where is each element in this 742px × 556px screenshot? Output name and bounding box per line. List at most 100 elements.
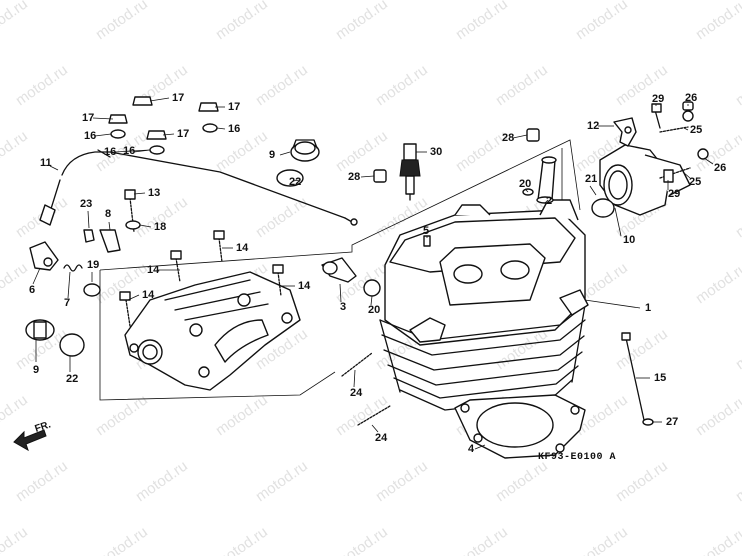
callout-label: 14 [298,280,311,292]
leader-line [683,127,689,131]
spark-plug [399,143,421,201]
tappet-cap-lower [25,319,55,341]
watermark-text: motod.ru [253,193,311,241]
leader-line [524,188,529,193]
watermark-text: motod.ru [733,325,742,373]
leader-line [127,294,140,301]
callout-label: 22 [289,176,301,188]
callout-label: 11 [40,157,52,169]
watermark-text: motod.ru [333,0,391,43]
watermark-text: motod.ru [93,523,151,556]
watermark-text: motod.ru [0,259,31,307]
leader-line [49,165,59,171]
leader-line [133,192,146,195]
callout-label: 24 [350,387,363,399]
watermark-text: motod.ru [253,61,311,109]
leader-line [94,133,112,137]
leader-line [139,224,152,228]
o-ring-22-lower [59,333,85,357]
callout-label: 15 [654,372,666,384]
callout-label: 4 [468,443,475,455]
callout-label: 20 [519,178,531,190]
right-fasteners [651,101,709,183]
intake-insulator [599,144,691,216]
seal-19 [83,283,101,297]
watermark-text: motod.ru [693,391,742,439]
leader-line [292,179,301,182]
front-direction-arrow [13,429,47,452]
leader-line [703,157,714,165]
callout-label: 16 [228,123,240,135]
leader-line [682,171,691,179]
watermark-text: motod.ru [373,61,431,109]
callout-label: 17 [177,128,189,140]
watermark-text: motod.ru [333,127,391,175]
leader-line [87,210,90,229]
callout-label: 14 [147,264,160,276]
leader-line [339,283,342,303]
cap-28-upper [526,128,540,142]
o-ring-21 [591,198,615,218]
tappet-cap-upper [290,139,320,162]
callout-label: 12 [587,120,599,132]
leader-line [353,369,356,388]
callout-label: 23 [80,198,92,210]
studs [341,352,391,426]
watermark-text: motod.ru [693,523,742,556]
callout-label: 1 [645,302,651,314]
leader-line [162,133,175,136]
o-ring-22-upper [276,169,304,187]
intake-pipe [522,156,557,204]
watermark-text: motod.ru [13,61,71,109]
drawing-code: KF93-E0100 A [538,452,616,463]
watermark-text: motod.ru [373,457,431,505]
leader-line [589,185,597,196]
spring [63,264,83,272]
watermark-text: motod.ru [733,61,742,109]
callout-label: 29 [668,188,680,200]
callout-label: 28 [502,132,514,144]
cable [39,149,358,226]
watermark-text: motod.ru [693,259,742,307]
watermark-text: motod.ru [733,457,742,505]
callout-label: 25 [690,124,702,136]
watermark-text: motod.ru [213,127,271,175]
callout-label: 3 [340,301,346,313]
watermark-text: motod.ru [253,457,311,505]
callout-label: 6 [29,284,35,296]
callout-label: 16 [123,145,135,157]
leader-line [360,175,375,178]
watermark-text: motod.ru [133,193,191,241]
leader-line [133,149,151,153]
watermark-text: motod.ru [0,391,31,439]
watermark-text: motod.ru [573,0,631,43]
callout-label: 16 [84,130,96,142]
cap-28-lower [373,169,387,183]
watermark-text: motod.ru [493,61,551,109]
clip-and-bolt [83,229,121,253]
callout-label: 18 [154,221,166,233]
leader-line [92,117,114,120]
callout-label: 2 [546,195,552,207]
head-gasket [454,394,586,459]
callout-label: 25 [689,176,701,188]
callout-label: 22 [66,373,78,385]
watermark-text: motod.ru [13,457,71,505]
watermark-text: motod.ru [213,391,271,439]
callout-label: 17 [172,92,184,104]
watermark-text: motod.ru [453,523,511,556]
nuts-and-washers [108,96,219,155]
leader-line [149,97,170,102]
leader-line [67,271,71,299]
watermark-text: motod.ru [333,523,391,556]
cylinder-head-cover [124,271,301,391]
callout-label: 28 [348,171,360,183]
watermark-text: motod.ru [0,0,31,43]
callout-label: 17 [228,101,240,113]
callout-label: 14 [236,242,249,254]
leader-line [371,424,379,433]
leader-line [614,207,622,237]
